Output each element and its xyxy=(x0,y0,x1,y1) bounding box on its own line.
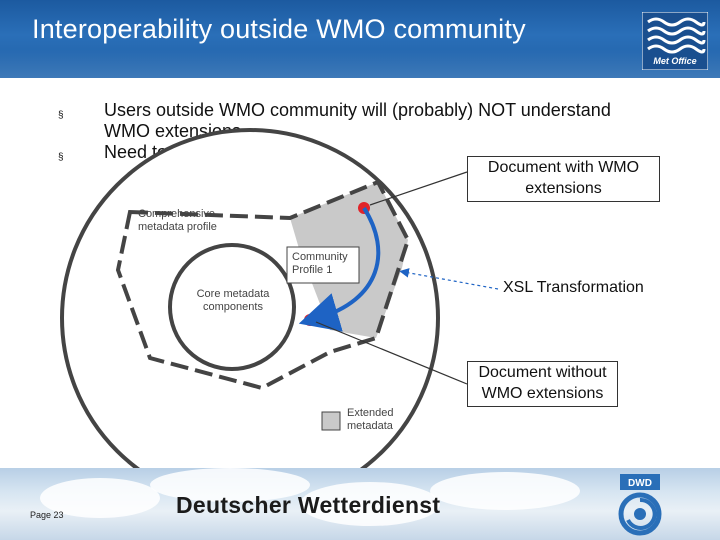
cloud-shape xyxy=(40,478,160,518)
dwd-logo: DWD xyxy=(618,474,662,536)
page-number: Page 23 xyxy=(30,510,64,520)
community-profile-box xyxy=(286,246,360,284)
bullet-mark: § xyxy=(58,110,64,121)
dwd-logo-text: DWD xyxy=(628,478,652,489)
slide-title: Interoperability outside WMO community xyxy=(32,14,526,44)
leader-top xyxy=(369,171,468,206)
extended-label: Extended metadata xyxy=(347,407,394,432)
cloud-shape xyxy=(300,482,440,526)
slide-header: Interoperability outside WMO community M… xyxy=(0,0,720,78)
comprehensive-label: Comprehensive metadata profile xyxy=(138,208,217,233)
bullet-mark: § xyxy=(58,152,64,163)
cloud-shape xyxy=(150,468,310,502)
met-office-logo-text: Met Office xyxy=(653,56,697,66)
xsl-transformation-label: XSL Transformation xyxy=(503,279,644,296)
xsl-pointer xyxy=(399,268,499,290)
core-circle xyxy=(168,243,296,371)
marker-without-extensions xyxy=(304,314,316,326)
core-label: Core metadata components xyxy=(196,288,270,313)
header-swoosh xyxy=(0,50,720,78)
met-office-logo xyxy=(642,12,708,70)
slide-footer: Deutscher Wetterdienst Page 23 DWD xyxy=(0,468,720,540)
comprehensive-profile-boundary xyxy=(115,179,411,391)
callout-with-extensions: Document with WMO extensions xyxy=(467,156,660,202)
transformation-arrow xyxy=(298,206,381,332)
community-label: Community Profile 1 xyxy=(292,251,348,276)
organization-name: Deutscher Wetterdienst xyxy=(176,492,441,518)
cloud-shape xyxy=(430,472,580,510)
callout-without-extensions: Document without WMO extensions xyxy=(467,361,618,407)
leader-bottom xyxy=(315,321,468,385)
extended-legend-swatch xyxy=(321,411,341,431)
